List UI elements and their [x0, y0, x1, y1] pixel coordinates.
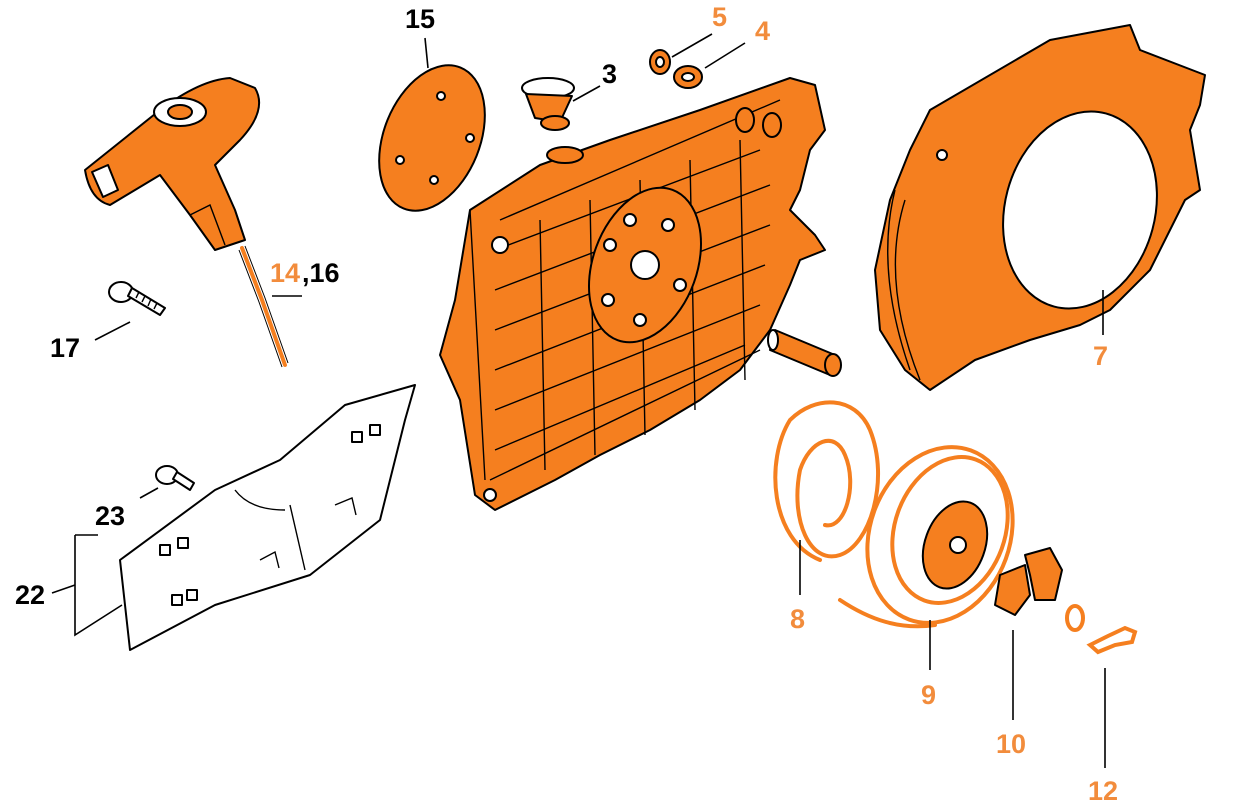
- washer-4: [673, 65, 703, 89]
- label-15: 15: [405, 4, 435, 34]
- label-23: 23: [95, 501, 125, 531]
- fan-cover-7: [874, 24, 1206, 391]
- label-22: 22: [15, 580, 45, 610]
- starter-grip: [84, 77, 289, 368]
- label-7: 7: [1093, 341, 1108, 371]
- label-14: 14: [270, 258, 300, 288]
- label-3: 3: [602, 59, 617, 89]
- leader-lines: [51, 33, 1106, 768]
- spring-8: [773, 400, 937, 629]
- starter-housing: [439, 77, 826, 511]
- screw-23: [155, 465, 195, 491]
- label-12: 12: [1088, 776, 1118, 803]
- pin: [767, 329, 842, 377]
- label-8: 8: [790, 604, 805, 634]
- label-17: 17: [50, 333, 80, 363]
- pawl-10: [994, 547, 1063, 616]
- clip-12: [1065, 604, 1138, 655]
- screw-17: [108, 281, 166, 316]
- label-16: ,16: [302, 258, 340, 288]
- plug-3: [521, 77, 575, 131]
- disc-15: [378, 64, 486, 212]
- part-labels: 15 3 5 4 7 14 ,16 17 23 22 8 9 10 12: [15, 2, 1118, 803]
- label-10: 10: [996, 729, 1026, 759]
- label-9: 9: [921, 680, 936, 710]
- rope-rotor-9: [865, 445, 1015, 625]
- label-5: 5: [712, 2, 727, 32]
- washer-5: [649, 49, 671, 75]
- deflector-22: [119, 384, 416, 651]
- label-4: 4: [755, 16, 770, 46]
